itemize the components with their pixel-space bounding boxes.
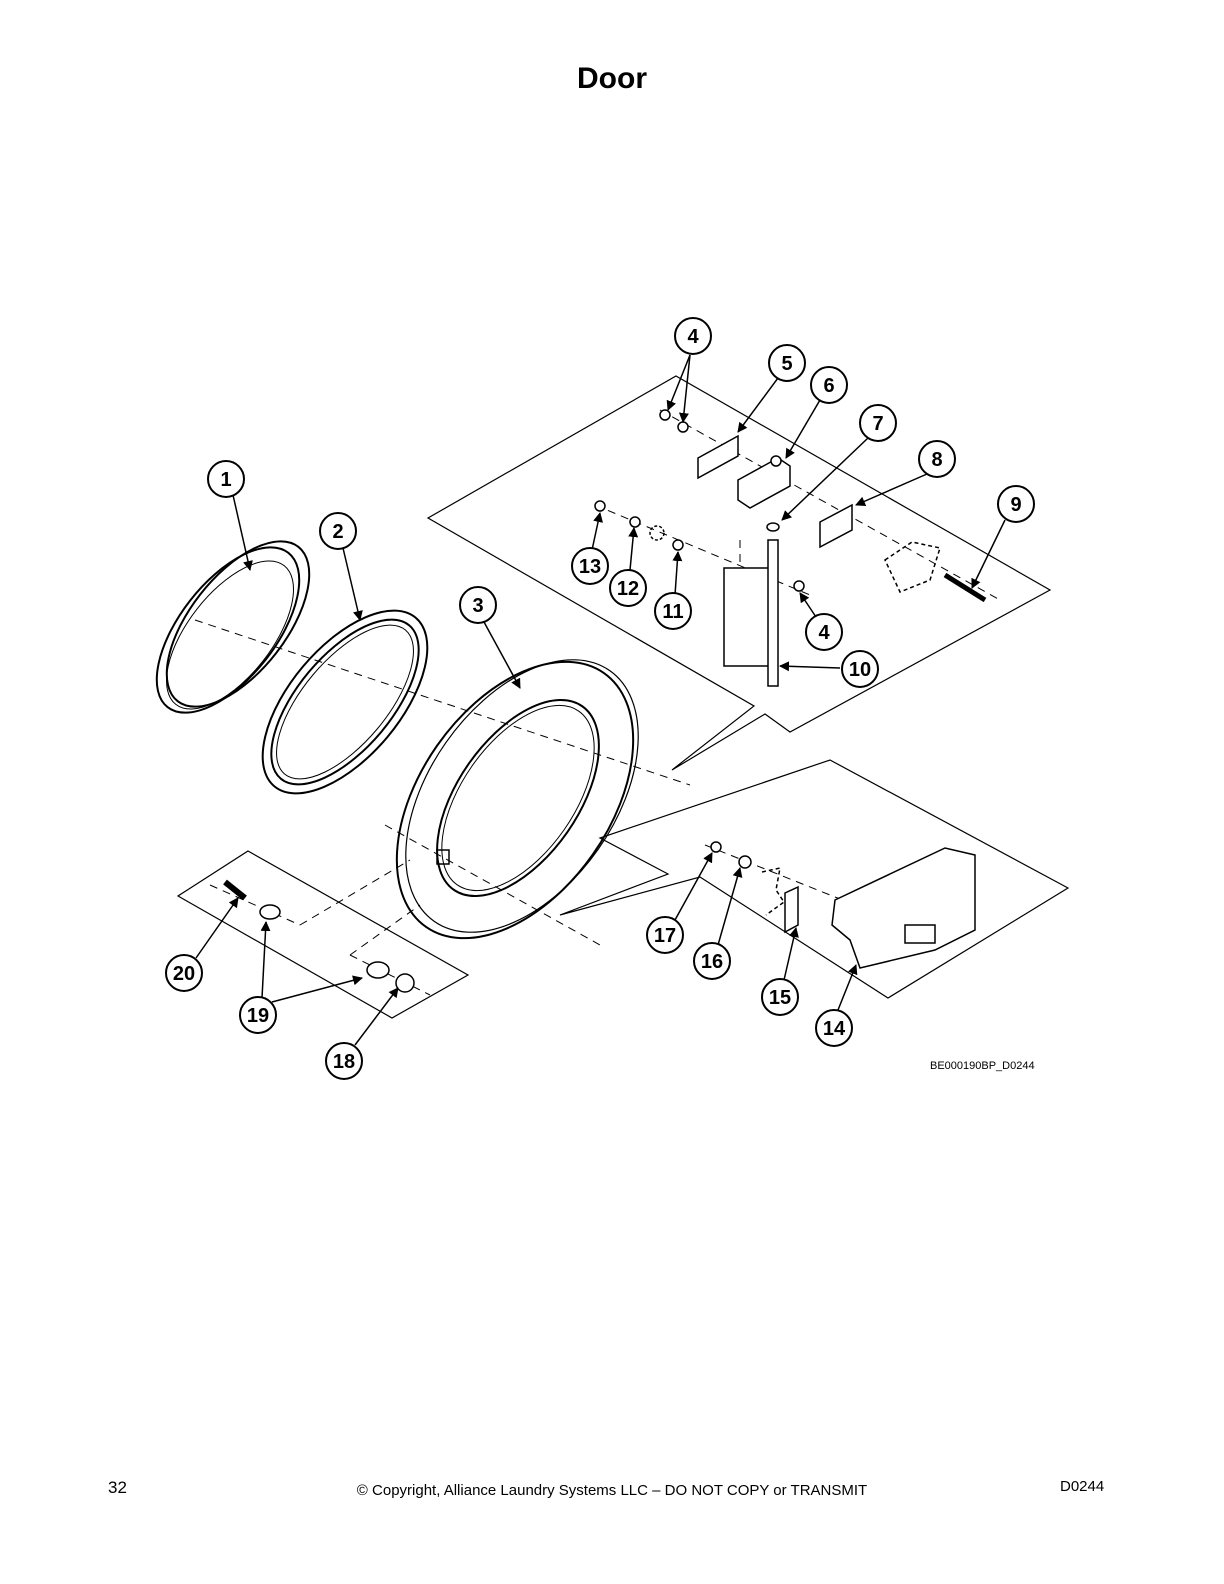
callout-label: 9: [1010, 494, 1021, 516]
door-glass: [155, 540, 311, 714]
document-code: D0244: [1060, 1478, 1105, 1495]
callout-14: 14: [815, 1009, 853, 1047]
callout-label: 14: [823, 1018, 846, 1040]
callout-4-bottom: 4: [805, 613, 843, 651]
callout-label: 19: [247, 1005, 269, 1027]
callout-label: 20: [173, 963, 195, 985]
callout-3: 3: [459, 586, 497, 624]
door-gasket: [261, 609, 429, 795]
callout-16: 16: [693, 942, 731, 980]
callout-7: 7: [859, 404, 897, 442]
callout-label: 7: [872, 413, 883, 435]
callout-11: 11: [654, 592, 692, 630]
callout-label: 8: [931, 449, 942, 471]
callouts: 1 2 3 4 4 5 6 7 8 9 10 11 12 13 14 15 16…: [165, 317, 1035, 1080]
callout-10: 10: [841, 650, 879, 688]
callout-label: 17: [654, 925, 676, 947]
callout-label: 10: [849, 659, 871, 681]
callout-label: 4: [818, 622, 830, 644]
callout-19: 19: [239, 996, 277, 1034]
callout-18: 18: [325, 1042, 363, 1080]
callout-label: 18: [333, 1051, 355, 1073]
callout-label: 3: [472, 595, 483, 617]
copyright-notice: © Copyright, Alliance Laundry Systems LL…: [356, 1482, 868, 1499]
callout-8: 8: [918, 440, 956, 478]
callout-label: 5: [781, 353, 792, 375]
callout-4-top: 4: [674, 317, 712, 355]
latch-hardware: [710, 841, 976, 969]
figure-id: BE000190BP_D0244: [930, 1060, 1035, 1072]
callout-9: 9: [997, 485, 1035, 523]
callout-label: 12: [617, 578, 639, 600]
callout-1: 1: [207, 460, 245, 498]
callout-12: 12: [609, 569, 647, 607]
page-title: Door: [577, 62, 647, 95]
callout-label: 11: [662, 601, 683, 623]
strike-hardware: [223, 879, 415, 993]
callout-17: 17: [646, 916, 684, 954]
latch-inset-panel: [559, 759, 1070, 999]
callout-20: 20: [165, 954, 203, 992]
callout-label: 4: [687, 326, 699, 348]
callout-label: 13: [579, 556, 601, 578]
callout-2: 2: [319, 512, 357, 550]
callout-label: 6: [823, 375, 834, 397]
callout-13: 13: [571, 547, 609, 585]
callout-6: 6: [810, 366, 848, 404]
door-ring: [395, 659, 639, 940]
callout-label: 16: [701, 951, 723, 973]
hinge-hardware: [594, 409, 987, 687]
callout-label: 1: [220, 469, 231, 491]
callout-leaders: [195, 354, 1006, 1046]
strike-inset-panel: [176, 850, 470, 1019]
callout-label: 2: [332, 521, 343, 543]
callout-15: 15: [761, 978, 799, 1016]
page-number: 32: [108, 1478, 127, 1497]
callout-label: 15: [769, 987, 791, 1009]
hinge-inset-panel: [426, 375, 1052, 771]
callout-5: 5: [768, 344, 806, 382]
